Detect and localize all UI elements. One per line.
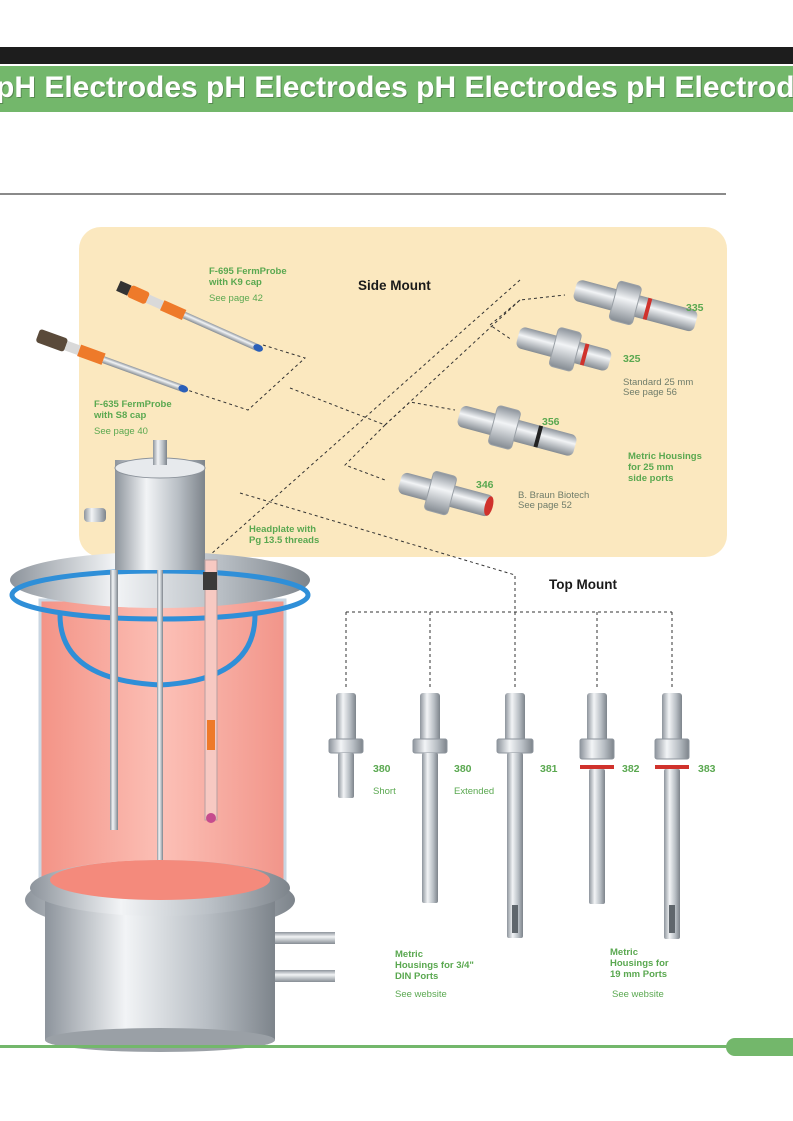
housing-381 [496,693,534,938]
housing-380-extended [412,693,448,903]
fermprobe-635 [36,329,189,393]
housing-335 [573,280,698,332]
housing-380-short [328,693,364,798]
label-382: 382 [622,763,640,775]
top-black-bar [0,47,793,64]
label-381: 381 [540,763,558,775]
standard-25mm: Standard 25 mm [623,377,694,388]
probe-695-name: F-695 FermProbe [209,266,287,277]
din-line3: DIN Ports [395,971,439,982]
bioreactor-vessel [9,440,335,1052]
fermprobe-695 [116,280,263,352]
label-325: 325 [623,353,641,365]
mm19-line2: Housings for [610,958,669,969]
braun-line1: B. Braun Biotech [518,490,590,501]
probe-635-name: F-635 FermProbe [94,399,172,410]
label-380-extended: 380 [454,763,472,775]
din-line1: Metric [395,949,423,960]
probe-695-ref: See page 42 [209,293,263,304]
sub-extended: Extended [454,786,495,797]
probe-695-cap: with K9 cap [209,277,262,288]
metric25-line3: side ports [628,473,674,484]
page-tab [726,1038,793,1056]
footer-rule [0,1045,740,1048]
title-banner: pH Electrodes pH Electrodes pH Electrode… [0,66,793,112]
housing-346 [398,471,494,517]
side-connectors [171,279,566,600]
housing-382 [579,693,615,904]
standard-ref: See page 56 [623,387,677,398]
din-ref: See website [395,989,447,1000]
mm19-line3: 19 mm Ports [610,969,668,980]
housing-325 [516,327,612,372]
label-335: 335 [686,302,704,314]
probe-635-cap: with S8 cap [94,410,147,421]
mm19-line1: Metric [610,947,638,958]
sub-short: Short [373,786,396,797]
mm19-ref: See website [612,989,664,1000]
headplate-line1: Headplate with [249,524,317,535]
banner-title: pH Electrodes pH Electrodes pH Electrode… [0,71,793,104]
header-rule [0,193,726,195]
label-356: 356 [542,416,560,428]
housing-356 [457,405,577,456]
housing-383 [654,693,690,939]
metric25-line2: for 25 mm [628,462,674,473]
top-mount-heading: Top Mount [549,577,617,592]
din-line2: Housings for 3/4" [395,960,474,971]
label-380-short: 380 [373,763,391,775]
top-connectors [345,600,673,690]
label-346: 346 [476,479,494,491]
headplate-line2: Pg 13.5 threads [249,535,320,546]
label-383: 383 [698,763,716,775]
probe-635-ref: See page 40 [94,426,148,437]
metric25-line1: Metric Housings [628,451,702,462]
braun-ref: See page 52 [518,500,572,511]
side-mount-heading: Side Mount [358,278,431,293]
